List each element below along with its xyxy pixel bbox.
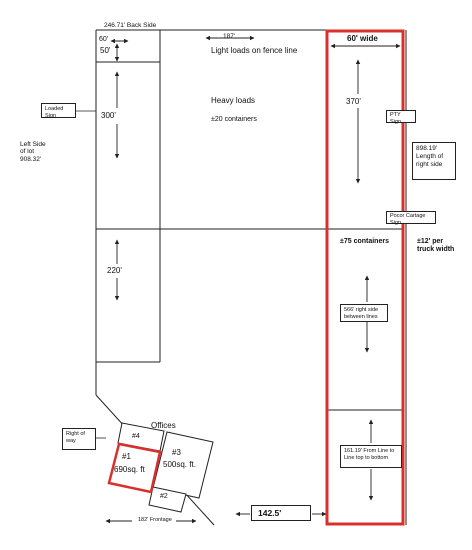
line-to-line-line-1: 161.19' From Line to (344, 448, 395, 454)
left-side-line-3: 908.32' (20, 155, 42, 163)
office-3-area: 500sq. ft. (163, 460, 196, 469)
light-loads-label: Light loads on fence line (211, 46, 298, 55)
lower-left-depth-dimension: 220' (107, 266, 122, 275)
highlight-strip (325, 29, 405, 526)
right-side-line-3: right side (416, 161, 443, 169)
office-buildings (117, 422, 214, 513)
heavy-count-label: ±20 containers (211, 116, 257, 123)
frontage-dimension: 182' Frontage (138, 517, 172, 523)
office-2 (148, 486, 187, 513)
fence-gap-dimension: 187' (223, 33, 236, 40)
right-of-way-line-2: way (66, 437, 76, 444)
cartage-sign-text: Pocor Cartage Sign (390, 213, 426, 226)
frontage-gap-callout: 142.5' (251, 505, 311, 521)
cartage-sign-callout: Pocor Cartage Sign (386, 211, 436, 226)
strip-width-dimension: 60' wide (347, 34, 378, 43)
right-side-callout: 898.19' Length of right side (412, 142, 456, 180)
right-side-line-2: Length of (416, 153, 444, 161)
office-3 (152, 431, 214, 499)
line-to-line-callout: 161.19' From Line to Line top to bottom (340, 445, 402, 468)
loaded-sign-text: Loaded Sign (45, 106, 64, 119)
strip-count-label: ±75 containers (340, 238, 389, 245)
corner-width-dimension: 60' (99, 36, 109, 43)
office-1 (107, 442, 162, 494)
loaded-sign-callout: Loaded Sign (41, 103, 76, 119)
right-of-way-line-1: Right of (66, 431, 85, 437)
upper-left-depth-dimension: 300' (101, 111, 116, 120)
office-3-number: #3 (172, 448, 181, 457)
office-2-number: #2 (160, 493, 168, 500)
truck-width-text: ±12' per truck width (417, 238, 455, 254)
between-lines-line-1: 566' right side (344, 307, 379, 313)
truck-width-label: ±12' per truck width (417, 238, 461, 254)
right-side-line-1: 898.19' (416, 145, 438, 152)
back-side-dimension: 246.71' Back Side (104, 22, 157, 29)
office-1-number: #1 (122, 452, 131, 461)
leader-lines (76, 110, 404, 439)
left-side-line-2: of lot (20, 148, 35, 156)
line-to-line-line-2: Line top to bottom (344, 454, 389, 461)
offices-title: Offices (151, 421, 176, 430)
corner-depth-dimension: 50' (100, 46, 111, 55)
between-lines-line-2: between lines (344, 313, 378, 320)
between-lines-callout: 566' right side between lines (340, 304, 388, 322)
internal-lines (96, 30, 404, 411)
pty-sign-text: PTY Sign (390, 112, 402, 125)
dimension-arrows (105, 35, 401, 524)
left-side-callout: Left Side of lot 908.32' (20, 141, 46, 163)
pty-sign-callout: PTY Sign (386, 110, 416, 125)
upper-right-depth-dimension: 370' (346, 97, 361, 106)
office-4-number: #4 (132, 433, 140, 440)
office-1-area: 690sq. ft (114, 465, 145, 474)
right-of-way-callout: Right of way (62, 428, 96, 450)
heavy-loads-label: Heavy loads (211, 96, 256, 105)
frontage-gap-text: 142.5' (258, 508, 282, 518)
left-side-line-1: Left Side (20, 141, 46, 148)
